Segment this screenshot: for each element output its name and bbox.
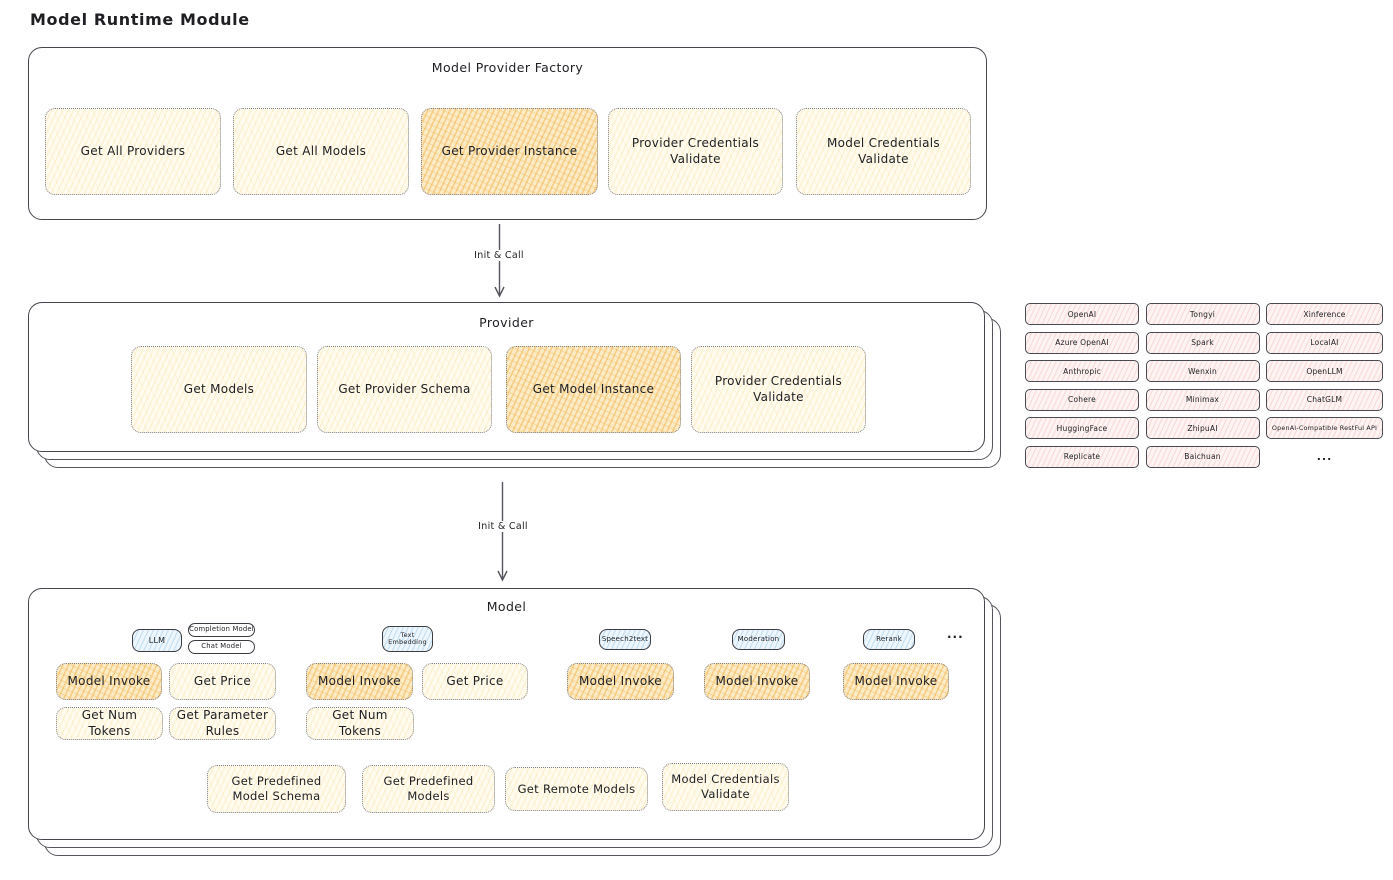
model-button-model-invoke-moderation: Model Invoke <box>704 663 810 700</box>
factory-button-get-provider-instance: Get Provider Instance <box>421 108 598 195</box>
model-title: Model <box>486 599 527 614</box>
provider-cell-huggingface: HuggingFace <box>1025 417 1139 439</box>
factory-button-get-all-providers: Get All Providers <box>45 108 221 195</box>
model-type-badge-completion-model: Completion Model <box>188 623 255 637</box>
provider-cell-chatglm: ChatGLM <box>1266 388 1383 411</box>
model-type-badge-chat-model: Chat Model <box>188 640 255 654</box>
provider-cell-zhipuai: ZhipuAI <box>1145 417 1260 439</box>
arrow-label-init-call-2: Init & Call <box>473 521 533 532</box>
provider-button-get-model-instance: Get Model Instance <box>506 346 681 433</box>
model-button-get-price-text-embedding: Get Price <box>422 663 528 700</box>
factory-button-model-credentials-validate: Model Credentials Validate <box>796 108 971 195</box>
model-button-model-invoke-text-embedding: Model Invoke <box>306 663 413 700</box>
page-title: Model Runtime Module <box>30 10 250 29</box>
model-button-get-predefined-models: Get Predefined Models <box>362 765 495 813</box>
provider-button-provider-credentials-validate: Provider Credentials Validate <box>691 346 866 433</box>
providers-more-ellipsis: ... <box>1316 450 1333 463</box>
model-button-get-parameter-rules: Get Parameter Rules <box>169 707 276 740</box>
provider-cell-replicate: Replicate <box>1025 445 1139 468</box>
factory-button-get-all-models: Get All Models <box>233 108 409 195</box>
model-type-badge-speech2text: Speech2text <box>599 629 651 650</box>
model-type-badge-moderation: Moderation <box>732 629 785 650</box>
provider-panel: Provider Get Models Get Provider Schema … <box>28 302 985 452</box>
arrow-label-init-call-1: Init & Call <box>469 250 529 261</box>
model-panel: Model LLM Completion Model Chat Model Te… <box>28 588 985 840</box>
model-button-model-invoke-speech2text: Model Invoke <box>567 663 674 700</box>
provider-cell-xinference: Xinference <box>1266 303 1383 325</box>
model-button-model-credentials-validate: Model Credentials Validate <box>662 763 789 811</box>
model-button-get-price-llm: Get Price <box>169 663 276 700</box>
model-types-more-ellipsis: ... <box>947 627 964 641</box>
model-button-get-num-tokens-text-embedding: Get Num Tokens <box>306 707 414 740</box>
model-type-badge-rerank: Rerank <box>863 629 915 650</box>
provider-cell-baichuan: Baichuan <box>1145 445 1260 468</box>
model-type-badge-llm: LLM <box>132 629 182 652</box>
provider-button-get-provider-schema: Get Provider Schema <box>317 346 492 433</box>
provider-title: Provider <box>479 315 534 330</box>
provider-cell-openai-compatible: OpenAI-Compatible RestFul API <box>1266 417 1383 439</box>
provider-cell-openllm: OpenLLM <box>1266 360 1383 382</box>
down-arrow-icon <box>497 482 508 582</box>
model-type-badge-text-embedding: Text Embedding <box>382 626 433 652</box>
factory-title: Model Provider Factory <box>431 60 584 75</box>
model-button-model-invoke-llm: Model Invoke <box>56 663 162 700</box>
model-button-get-num-tokens-llm: Get Num Tokens <box>56 707 163 740</box>
model-button-get-remote-models: Get Remote Models <box>505 767 648 811</box>
providers-grid: OpenAI Tongyi Xinference Azure OpenAI Sp… <box>1025 303 1383 468</box>
factory-button-provider-credentials-validate: Provider Credentials Validate <box>608 108 783 195</box>
model-button-model-invoke-rerank: Model Invoke <box>843 663 949 700</box>
down-arrow-icon <box>494 224 505 298</box>
provider-cell-spark: Spark <box>1145 331 1260 354</box>
provider-cell-localai: LocalAI <box>1266 331 1383 354</box>
provider-stack: Provider Get Models Get Provider Schema … <box>28 302 1003 470</box>
provider-cell-minimax: Minimax <box>1145 388 1260 411</box>
provider-cell-tongyi: Tongyi <box>1145 303 1260 325</box>
model-stack: Model LLM Completion Model Chat Model Te… <box>28 588 1003 858</box>
provider-cell-azure-openai: Azure OpenAI <box>1025 331 1139 354</box>
provider-cell-anthropic: Anthropic <box>1025 360 1139 382</box>
provider-cell-cohere: Cohere <box>1025 388 1139 411</box>
provider-cell-openai: OpenAI <box>1025 303 1139 325</box>
factory-panel: Model Provider Factory Get All Providers… <box>28 47 987 220</box>
provider-button-get-models: Get Models <box>131 346 307 433</box>
model-button-get-predefined-model-schema: Get Predefined Model Schema <box>207 765 346 813</box>
provider-cell-wenxin: Wenxin <box>1145 360 1260 382</box>
